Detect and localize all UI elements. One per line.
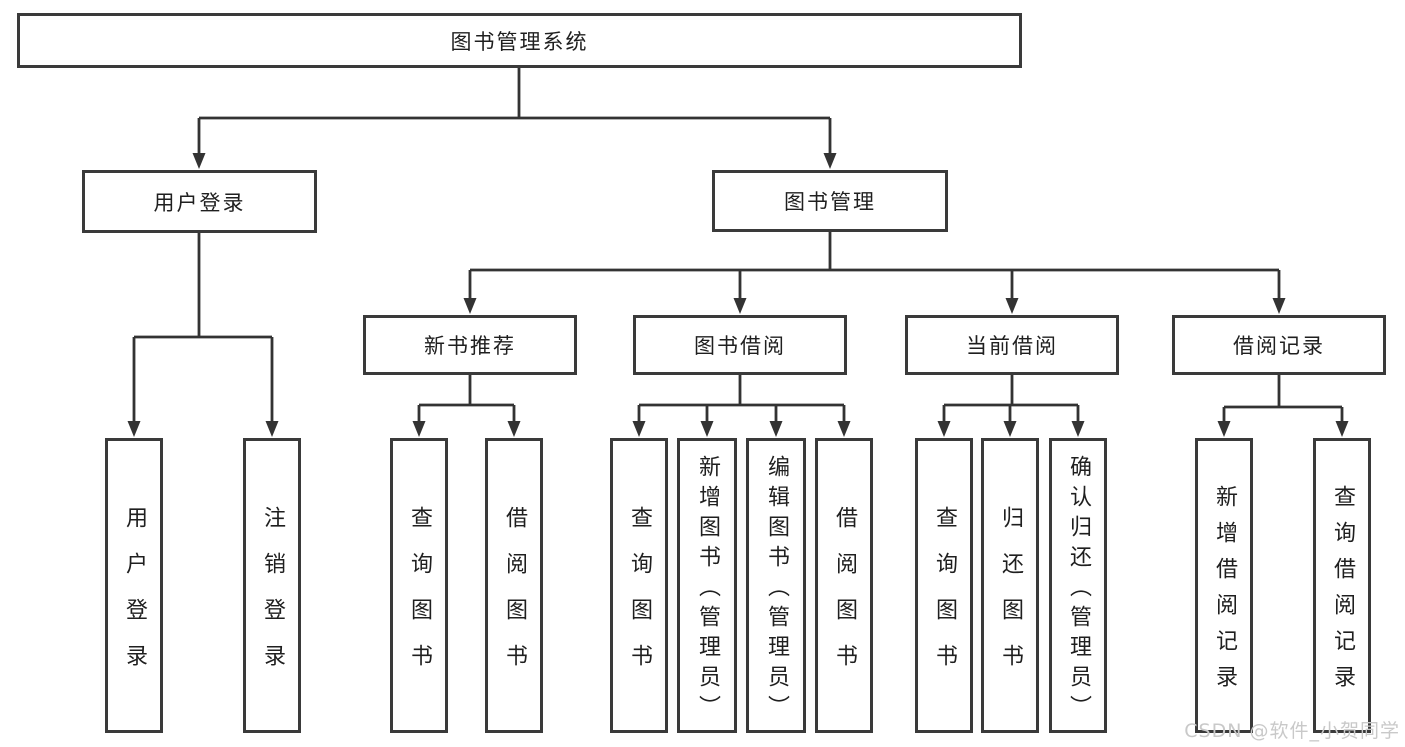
leaf-borrow-borrow-books: 借阅图书 bbox=[815, 438, 873, 733]
leaf-borrow-add-books: 新增图书（管理员） bbox=[677, 438, 737, 733]
leaf-current-query-books-label: 查询图书 bbox=[932, 505, 957, 690]
watermark: CSDN @软件_小贺同学 bbox=[1184, 720, 1400, 742]
node-book-borrow-label: 图书借阅 bbox=[694, 334, 786, 358]
leaf-recommend-borrow-books: 借阅图书 bbox=[485, 438, 543, 733]
leaf-current-confirm-return: 确认归还（管理员） bbox=[1049, 438, 1107, 733]
node-borrow-records: 借阅记录 bbox=[1172, 315, 1386, 375]
leaf-records-query-record: 查询借阅记录 bbox=[1313, 438, 1371, 733]
node-book-management-label: 图书管理 bbox=[784, 190, 876, 214]
leaf-borrow-edit-books-label: 编辑图书（管理员） bbox=[764, 454, 789, 725]
leaf-records-add-record: 新增借阅记录 bbox=[1195, 438, 1253, 733]
leaf-records-add-record-label: 新增借阅记录 bbox=[1212, 484, 1237, 701]
leaf-borrow-borrow-books-label: 借阅图书 bbox=[832, 505, 857, 690]
leaf-recommend-query-books: 查询图书 bbox=[390, 438, 448, 733]
leaf-current-return-books: 归还图书 bbox=[981, 438, 1039, 733]
node-book-management: 图书管理 bbox=[712, 170, 948, 232]
leaf-current-return-books-label: 归还图书 bbox=[998, 505, 1023, 690]
node-root: 图书管理系统 bbox=[17, 13, 1022, 68]
node-borrow-records-label: 借阅记录 bbox=[1233, 334, 1325, 358]
leaf-borrow-edit-books: 编辑图书（管理员） bbox=[746, 438, 806, 733]
node-new-book-recommend: 新书推荐 bbox=[363, 315, 577, 375]
node-current-borrow-label: 当前借阅 bbox=[966, 334, 1058, 358]
node-user-login-label: 用户登录 bbox=[153, 190, 246, 215]
leaf-recommend-query-books-label: 查询图书 bbox=[407, 505, 432, 690]
leaf-logout: 注销登录 bbox=[243, 438, 301, 733]
leaf-current-confirm-return-label: 确认归还（管理员） bbox=[1066, 454, 1091, 725]
leaf-borrow-query-books-label: 查询图书 bbox=[627, 505, 652, 690]
leaf-current-query-books: 查询图书 bbox=[915, 438, 973, 733]
leaf-recommend-borrow-books-label: 借阅图书 bbox=[502, 505, 527, 690]
leaf-logout-label: 注销登录 bbox=[260, 505, 285, 690]
leaf-borrow-query-books: 查询图书 bbox=[610, 438, 668, 733]
node-root-label: 图书管理系统 bbox=[450, 29, 589, 54]
node-new-book-recommend-label: 新书推荐 bbox=[424, 334, 516, 358]
leaf-borrow-add-books-label: 新增图书（管理员） bbox=[695, 454, 720, 725]
leaf-user-login: 用户登录 bbox=[105, 438, 163, 733]
node-current-borrow: 当前借阅 bbox=[905, 315, 1119, 375]
leaf-user-login-label: 用户登录 bbox=[122, 505, 147, 690]
node-user-login: 用户登录 bbox=[82, 170, 317, 233]
leaf-records-query-record-label: 查询借阅记录 bbox=[1330, 484, 1355, 701]
node-book-borrow: 图书借阅 bbox=[633, 315, 847, 375]
